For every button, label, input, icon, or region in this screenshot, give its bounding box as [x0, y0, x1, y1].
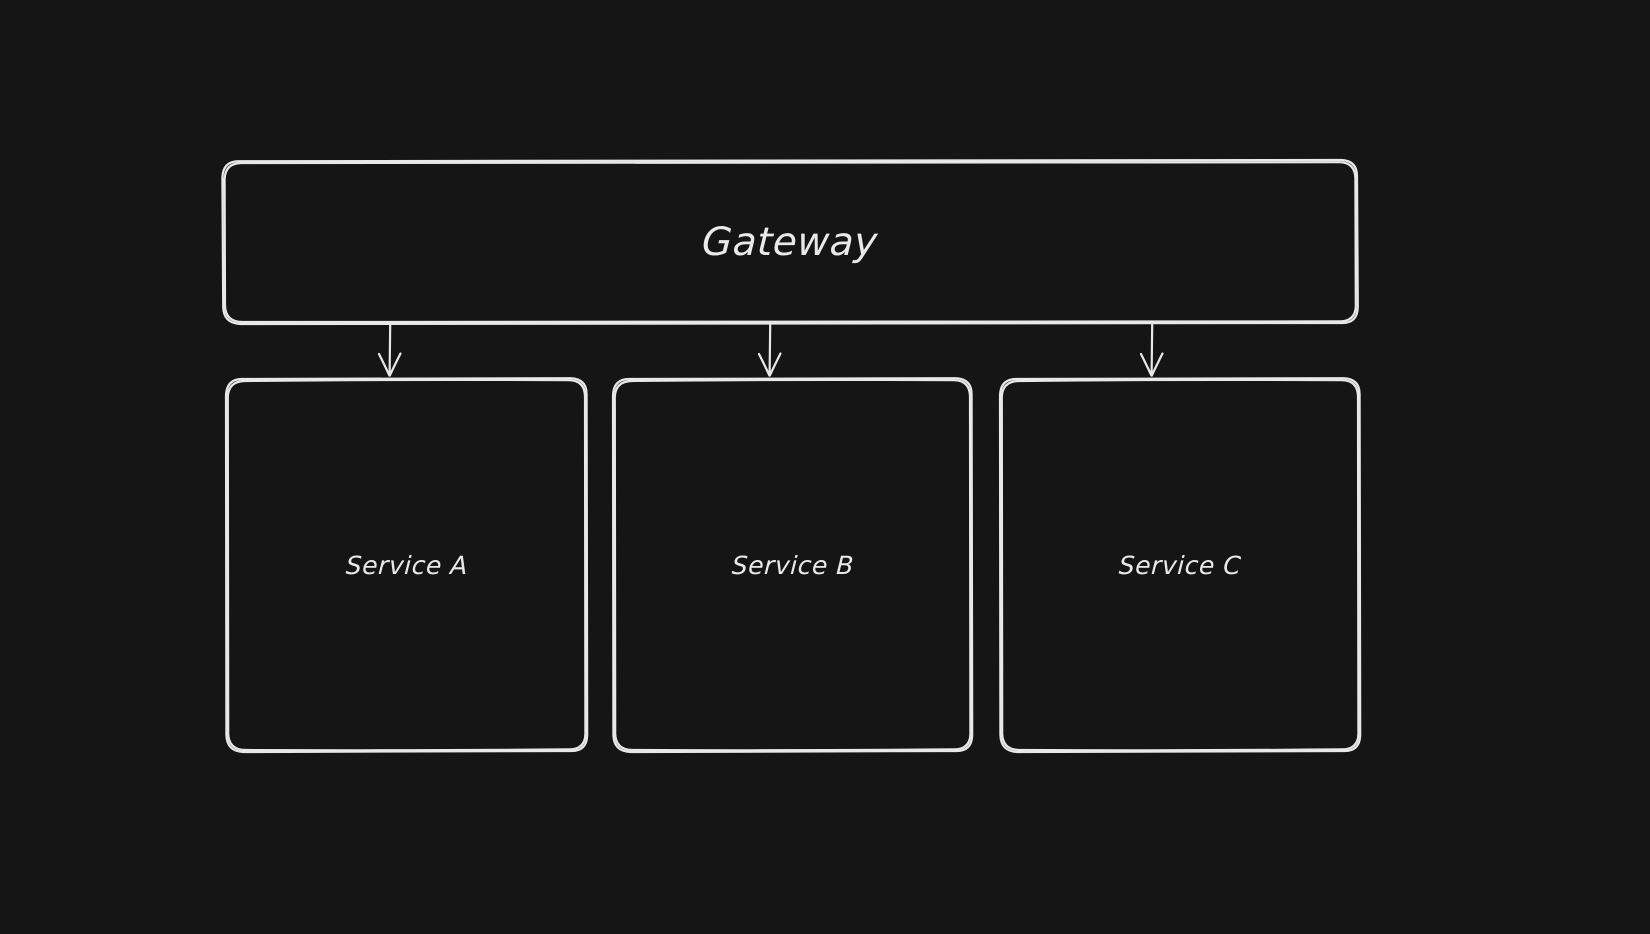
arrow-gateway-to-service-a [377, 323, 402, 377]
node-gateway-label: Gateway [700, 219, 880, 265]
node-service-a[interactable]: Service A [226, 378, 587, 752]
node-service-c[interactable]: Service C [1000, 378, 1360, 752]
arrow-gateway-to-service-b [757, 323, 782, 377]
arrow-gateway-to-service-c [1139, 323, 1164, 377]
node-service-a-label: Service A [344, 550, 469, 580]
node-service-c-label: Service C [1118, 550, 1242, 580]
node-gateway[interactable]: Gateway [222, 160, 1358, 324]
node-service-b[interactable]: Service B [613, 378, 972, 752]
node-service-b-label: Service B [730, 550, 855, 580]
